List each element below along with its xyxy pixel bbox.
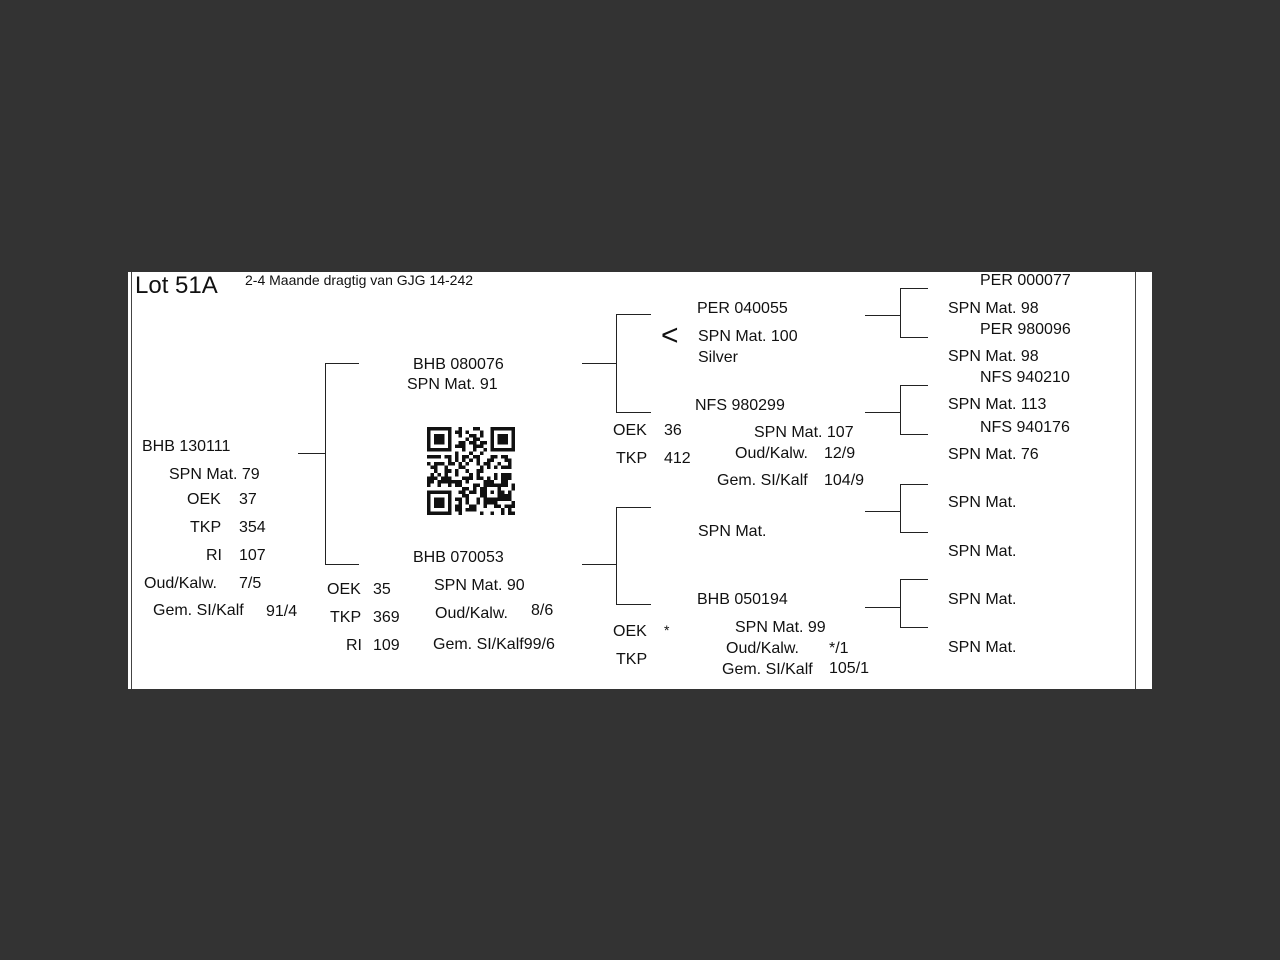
animal-oek-label: OEK [187, 491, 221, 508]
sire-spn: SPN Mat. 91 [407, 376, 498, 393]
bracket-line [900, 484, 901, 533]
dam-spn: SPN Mat. 90 [434, 577, 525, 594]
ggp-2-spn: SPN Mat. 98 [948, 348, 1039, 365]
qr-code [427, 427, 515, 515]
animal-oek-value: 37 [239, 491, 257, 508]
dam-dam-tkp-label: TKP [616, 651, 648, 668]
bracket-line [325, 363, 359, 364]
bracket-line [900, 579, 928, 580]
sire-dam-tkp-value: 412 [664, 450, 691, 467]
dam-oud-label: Oud/Kalw. [435, 605, 508, 622]
animal-tkp-value: 354 [239, 519, 266, 536]
bracket-line [900, 484, 928, 485]
sire-sire-id: PER 040055 [697, 300, 788, 317]
bracket-line [900, 579, 901, 628]
sire-dam-oek-value: 36 [664, 422, 682, 439]
animal-ri-value: 107 [239, 547, 266, 564]
bracket-line [900, 337, 928, 338]
dam-dam-oek-label: OEK [613, 623, 647, 640]
animal-tkp-label: TKP [190, 519, 222, 536]
bracket-line [865, 412, 900, 413]
sire-dam-tkp-label: TKP [616, 450, 648, 467]
sire-sire-spn: SPN Mat. 100 [698, 328, 798, 345]
dam-oud-value: 8/6 [531, 602, 554, 619]
bracket-line [900, 385, 901, 435]
ggp-3-id: NFS 940210 [980, 369, 1070, 386]
ggp-4-id: NFS 940176 [980, 419, 1070, 436]
ggp-5-spn: SPN Mat. [948, 494, 1017, 511]
dam-sire-spn: SPN Mat. [698, 523, 767, 540]
bracket-line [616, 314, 617, 413]
dam-dam-oud-value: */1 [829, 640, 849, 657]
ggp-1-spn: SPN Mat. 98 [948, 300, 1039, 317]
ggp-2-id: PER 980096 [980, 321, 1071, 338]
sire-dam-spn: SPN Mat. 107 [754, 424, 854, 441]
right-border [1135, 272, 1136, 689]
bracket-line [325, 564, 359, 565]
dam-dam-oud-label: Oud/Kalw. [726, 640, 799, 657]
sire-dam-oek-label: OEK [613, 422, 647, 439]
ggp-1-id: PER 000077 [980, 272, 1071, 289]
bracket-line [298, 453, 325, 454]
bracket-line [582, 363, 616, 364]
ggp-7-spn: SPN Mat. [948, 591, 1017, 608]
animal-ri-label: RI [206, 547, 222, 564]
bracket-line [616, 412, 651, 413]
animal-oud-label: Oud/Kalw. [144, 575, 217, 592]
ggp-3-spn: SPN Mat. 113 [948, 396, 1047, 413]
dam-tkp-value: 369 [373, 609, 400, 626]
animal-spn: SPN Mat. 79 [169, 466, 260, 483]
bracket-line [865, 315, 900, 316]
bracket-line [900, 288, 901, 338]
bracket-line [582, 564, 616, 565]
dam-dam-gem-value: 105/1 [829, 660, 870, 677]
dam-id: BHB 070053 [413, 549, 504, 566]
ggp-4-spn: SPN Mat. 76 [948, 446, 1039, 463]
dam-ri-label: RI [346, 637, 362, 654]
sire-dam-oud-label: Oud/Kalw. [735, 445, 808, 462]
dam-gem: Gem. SI/Kalf99/6 [433, 636, 555, 653]
sire-dam-oud-value: 12/9 [824, 445, 856, 462]
bracket-line [865, 511, 900, 512]
sire-sire-name: Silver [698, 349, 739, 366]
bracket-line [900, 434, 928, 435]
dam-dam-gem-label: Gem. SI/Kalf [722, 661, 813, 678]
left-border [131, 272, 132, 689]
dam-oek-label: OEK [327, 581, 361, 598]
dam-ri-value: 109 [373, 637, 400, 654]
pedigree-card: Lot 51A 2-4 Maande dragtig van GJG 14-24… [128, 272, 1152, 689]
dam-dam-id: BHB 050194 [697, 591, 788, 608]
sire-sire-symbol: < [661, 319, 679, 352]
animal-oud-value: 7/5 [239, 575, 262, 592]
bracket-line [616, 314, 651, 315]
bracket-line [900, 532, 928, 533]
sire-dam-gem-label: Gem. SI/Kalf [717, 472, 808, 489]
animal-id: BHB 130111 [142, 438, 231, 455]
ggp-6-spn: SPN Mat. [948, 543, 1017, 560]
sire-id: BHB 080076 [413, 356, 504, 373]
animal-gem-value: 91/4 [266, 603, 298, 620]
dam-oek-value: 35 [373, 581, 391, 598]
dam-dam-oek-value: * [664, 622, 670, 638]
bracket-line [865, 607, 900, 608]
lot-number: Lot 51A [135, 272, 218, 299]
sire-dam-id: NFS 980299 [695, 397, 785, 414]
animal-gem-label: Gem. SI/Kalf [153, 602, 244, 619]
ggp-8-spn: SPN Mat. [948, 639, 1017, 656]
dam-tkp-label: TKP [330, 609, 362, 626]
bracket-line [900, 385, 928, 386]
bracket-line [616, 507, 651, 508]
bracket-line [900, 288, 928, 289]
lot-subtitle: 2-4 Maande dragtig van GJG 14-242 [245, 272, 474, 288]
bracket-line [616, 507, 617, 605]
dam-dam-spn: SPN Mat. 99 [735, 619, 826, 636]
bracket-line [616, 604, 651, 605]
sire-dam-gem-value: 104/9 [824, 472, 865, 489]
bracket-line [900, 627, 928, 628]
bracket-line [325, 363, 326, 565]
